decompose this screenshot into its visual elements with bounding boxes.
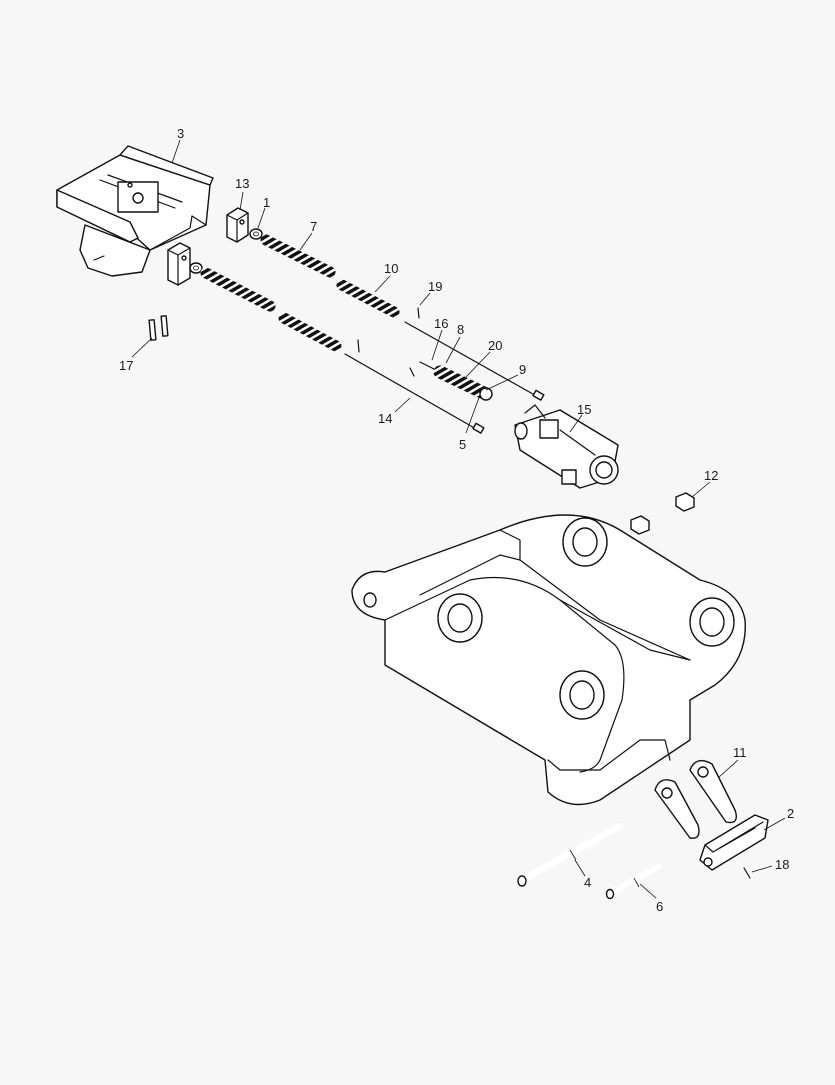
callout-7: 7	[310, 219, 317, 234]
part-11-links	[654, 759, 738, 839]
callout-1: 1	[263, 195, 270, 210]
part-12-blocks	[630, 492, 695, 535]
springs-7-10	[200, 234, 400, 352]
callout-2: 2	[787, 806, 794, 821]
callout-9: 9	[519, 362, 526, 377]
callout-5: 5	[459, 437, 466, 452]
part-15-valve	[514, 404, 619, 489]
callout-20: 20	[488, 338, 502, 353]
callout-15: 15	[577, 402, 591, 417]
rods-14-19	[344, 307, 545, 434]
part-8-cylinder-assembly	[409, 361, 493, 401]
part-1-nuts	[189, 228, 263, 274]
part-4-pin	[517, 822, 624, 887]
callout-14: 14	[378, 411, 392, 426]
main-coupler-frame	[351, 514, 746, 806]
callout-3: 3	[177, 126, 184, 141]
part-18-pin	[743, 867, 751, 879]
callout-16: 16	[434, 316, 448, 331]
callout-11: 11	[733, 745, 747, 760]
part-2-latch	[699, 814, 769, 871]
callout-17: 17	[119, 358, 133, 373]
callout-19: 19	[428, 279, 442, 294]
part-6-pin	[605, 863, 663, 900]
callout-10: 10	[384, 261, 398, 276]
callout-12: 12	[704, 468, 718, 483]
callout-6: 6	[656, 899, 663, 914]
part-13-slide-blocks	[167, 207, 249, 286]
part-17-pins	[148, 315, 169, 341]
callout-8: 8	[457, 322, 464, 337]
callout-13: 13	[235, 176, 249, 191]
callout-4: 4	[584, 875, 591, 890]
callout-labels: 3 13 1 7 10 19 16 8 20 9 15 17 14 5 12 1…	[119, 126, 794, 914]
callout-18: 18	[775, 857, 789, 872]
part-3-jaw-block	[56, 145, 214, 277]
leader-lines	[131, 139, 786, 899]
